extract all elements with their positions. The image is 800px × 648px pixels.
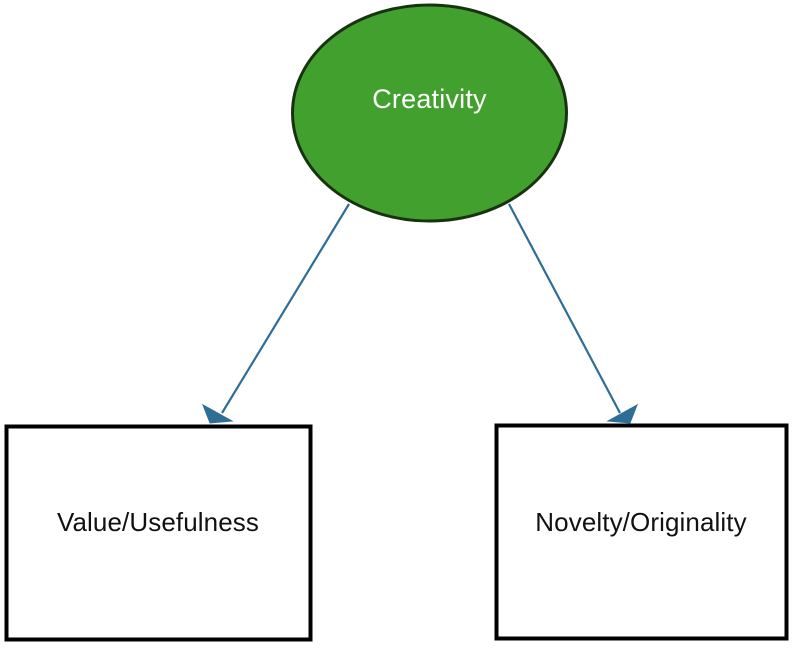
right-node-rect[interactable] bbox=[494, 423, 789, 641]
connector-line-right bbox=[508, 203, 621, 414]
connector-creativity-to-novelty[interactable] bbox=[508, 203, 638, 424]
root-node-ellipse[interactable] bbox=[291, 3, 568, 223]
arrowhead-right bbox=[606, 403, 638, 424]
arrowhead-left bbox=[202, 403, 234, 424]
left-node-rect[interactable] bbox=[4, 424, 313, 642]
connector-line-left bbox=[221, 203, 350, 414]
connector-creativity-to-value[interactable] bbox=[202, 203, 350, 424]
